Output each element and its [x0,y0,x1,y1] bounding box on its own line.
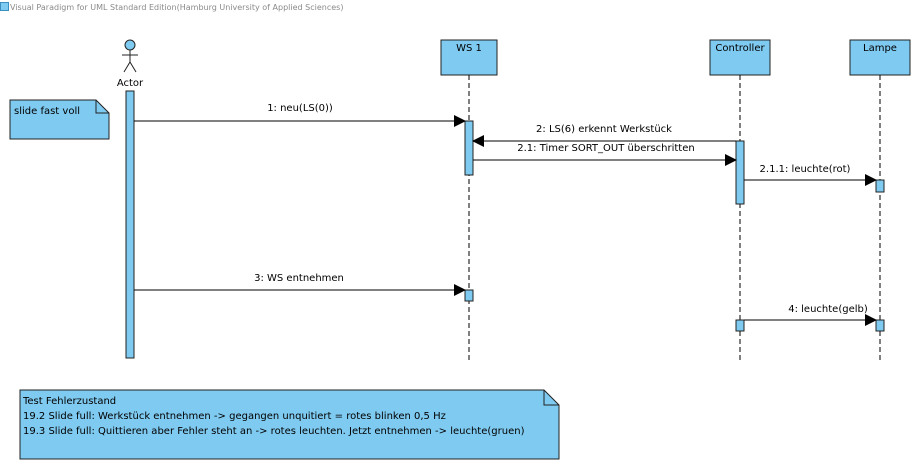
watermark-text: Visual Paradigm for UML Standard Edition… [10,3,344,12]
lifeline-controller-label: Controller [715,43,765,54]
activation-lampe-2 [875,319,885,332]
note-fehler-line-1: 19.2 Slide full: Werkstück entnehmen -> … [23,411,446,422]
message-1-label: 1: neu(LS(0)) [267,103,333,114]
lifeline-lampe-label: Lampe [863,43,897,54]
message-2[interactable]: 2: LS(6) erkennt Werkstück [472,124,736,147]
note-slide-text: slide fast voll [14,106,80,117]
note-slide[interactable]: slide fast voll [9,99,110,140]
message-1[interactable]: 1: neu(LS(0)) [134,103,466,127]
actor-head [124,39,136,51]
note-fehler-fold [543,390,559,406]
note-slide-fold [95,100,109,114]
message-2-1-1[interactable]: 2.1.1: leuchte(rot) [744,164,877,186]
lifeline-ws1[interactable]: WS 1 [440,39,498,76]
activation-ws1-1 [464,120,474,176]
message-3-label: 3: WS entnehmen [254,273,344,284]
message-4-label: 4: leuchte(gelb) [788,304,868,315]
message-3[interactable]: 3: WS entnehmen [134,273,466,296]
lifeline-lampe-box [849,39,911,76]
lifeline-lampe[interactable]: Lampe [849,39,911,76]
activation-controller-2 [735,319,745,332]
message-2-1-1-label: 2.1.1: leuchte(rot) [760,164,851,175]
watermark: Visual Paradigm for UML Standard Edition… [0,2,343,12]
message-2-1-label: 2.1: Timer SORT_OUT überschritten [517,143,694,154]
message-4[interactable]: 4: leuchte(gelb) [744,304,877,326]
note-slide-shape [9,99,110,140]
actor[interactable]: Actor [117,39,144,89]
activation-lampe-1 [875,179,885,193]
note-fehlerzustand[interactable]: Test Fehlerzustand 19.2 Slide full: Werk… [19,389,560,460]
lifeline-controller[interactable]: Controller [709,39,771,76]
note-fehler-shape [19,389,560,460]
app-icon [0,2,9,11]
actor-label: Actor [117,78,144,89]
message-2-1[interactable]: 2.1: Timer SORT_OUT überschritten [473,143,737,166]
activation-actor [125,90,135,359]
actor-leg-left [123,61,131,73]
note-fehler-title: Test Fehlerzustand [22,396,116,407]
activation-controller-1 [735,140,745,205]
actor-leg-right [129,61,137,73]
lifeline-ws1-box [440,39,498,76]
activation-ws1-2 [464,289,474,302]
lifeline-ws1-label: WS 1 [456,43,482,54]
note-fehler-line-2: 19.3 Slide full: Quittieren aber Fehler … [23,426,525,437]
message-2-label: 2: LS(6) erkennt Werkstück [536,124,672,135]
